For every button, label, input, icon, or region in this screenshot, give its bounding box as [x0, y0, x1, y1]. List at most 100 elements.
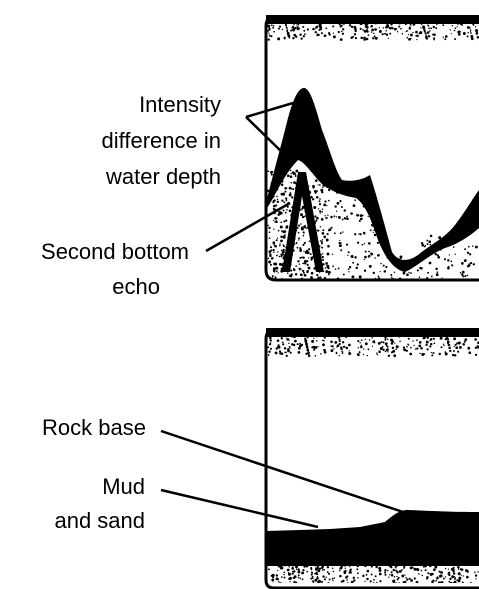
- speckle-dot: [321, 242, 323, 245]
- speckle-dot: [278, 582, 282, 583]
- speckle-dot: [387, 351, 389, 353]
- speckle-dot: [426, 336, 429, 339]
- speckle-dot: [436, 576, 439, 580]
- speckle-dot: [457, 30, 460, 34]
- speckle-dot: [392, 257, 395, 260]
- speckle-dot: [269, 336, 272, 340]
- speckle-dot: [455, 346, 459, 350]
- speckle-dot: [268, 250, 272, 254]
- speckle-dot: [314, 235, 318, 239]
- speckle-dot: [319, 212, 321, 214]
- top-first-bottom-echo: [266, 88, 479, 272]
- speckle-dot: [329, 560, 332, 563]
- speckle-dot: [319, 562, 322, 566]
- speckle-dot: [466, 274, 469, 277]
- speckle-dot: [295, 35, 298, 38]
- speckle-dot: [298, 27, 301, 30]
- speckle-dot: [327, 188, 331, 192]
- speckle-dot: [391, 343, 393, 345]
- speckle-dot: [420, 27, 422, 29]
- speckle-dot: [312, 554, 316, 558]
- speckle-dot: [295, 229, 298, 232]
- speckle-dot: [295, 568, 298, 571]
- speckle-dot: [436, 271, 439, 274]
- speckle-dot: [457, 554, 460, 558]
- speckle-dot: [352, 204, 356, 208]
- speckle-dot: [330, 345, 332, 347]
- speckle-dot: [349, 569, 352, 572]
- speckle-dot: [326, 571, 329, 574]
- speckle-dot: [430, 275, 433, 278]
- speckle-dot: [276, 195, 278, 198]
- speckle-dot: [448, 562, 452, 566]
- speckle-dot: [385, 338, 387, 340]
- speckle-dot: [373, 35, 376, 38]
- top-panel-frame: [264, 15, 479, 282]
- speckle-dot: [314, 578, 318, 582]
- intensity-label-line3: water depth: [105, 164, 221, 189]
- speckle-dot: [272, 564, 274, 566]
- speckle-dot: [330, 215, 333, 219]
- speckle-dot: [273, 199, 276, 202]
- speckle-dot: [360, 345, 363, 349]
- speckle-dot: [453, 576, 456, 578]
- speckle-dot: [288, 36, 291, 39]
- speckle-dot: [270, 173, 273, 176]
- speckle-dot: [307, 198, 311, 201]
- speckle-dot: [403, 565, 406, 569]
- speckle-dot: [349, 565, 351, 568]
- speckle-dot: [396, 28, 398, 30]
- speckle-dot: [281, 263, 283, 265]
- speckle-dot: [385, 265, 388, 269]
- speckle-dot: [335, 216, 338, 218]
- speckle-dot: [332, 265, 334, 268]
- speckle-dot: [297, 568, 300, 572]
- speckle-dot: [284, 565, 286, 567]
- speckle-dot: [447, 259, 450, 262]
- speckle-dot: [329, 585, 331, 587]
- speckle-dot: [334, 232, 336, 235]
- speckle-dot: [346, 216, 348, 219]
- speckle-dot: [409, 566, 413, 570]
- speckle-dot: [474, 553, 478, 557]
- speckle-dot: [454, 578, 456, 580]
- speckle-dot: [318, 203, 322, 206]
- speckle-dot: [313, 337, 315, 340]
- speckle-dot: [317, 346, 319, 348]
- speckle-dot: [282, 262, 285, 266]
- speckle-dot: [352, 35, 355, 38]
- speckle-dot: [277, 344, 280, 347]
- intensity-leader-lower: [245, 116, 286, 156]
- speckle-dot: [334, 205, 337, 208]
- speckle-dot: [424, 569, 427, 572]
- speckle-dot: [450, 568, 454, 571]
- speckle-dot: [325, 27, 328, 30]
- speckle-dot: [296, 26, 299, 29]
- speckle-dot: [474, 26, 477, 28]
- speckle-dot: [390, 556, 393, 558]
- speckle-dot: [467, 264, 471, 267]
- speckle-dot: [324, 215, 326, 217]
- speckle-dot: [434, 565, 438, 569]
- speckle-dot: [402, 346, 406, 349]
- speckle-dot: [293, 202, 297, 205]
- speckle-dot: [398, 569, 402, 573]
- speckle-dot: [295, 169, 299, 173]
- speckle-dot: [447, 571, 451, 574]
- speckle-dot: [461, 262, 464, 265]
- speckle-dot: [414, 348, 417, 350]
- speckle-dot: [354, 36, 358, 40]
- speckle-dot: [392, 579, 396, 583]
- speckle-dot: [466, 251, 470, 254]
- leader-lines: [160, 101, 404, 529]
- speckle-dot: [357, 559, 361, 562]
- speckle-dot: [345, 576, 348, 579]
- speckle-dot: [277, 251, 279, 253]
- speckle-dot: [386, 345, 389, 348]
- speckle-dot: [387, 26, 389, 29]
- speckle-dot: [290, 231, 292, 233]
- speckle-dot: [286, 30, 289, 32]
- speckle-dot: [283, 251, 285, 254]
- speckle-dot: [384, 32, 387, 35]
- speckle-dot: [295, 205, 299, 209]
